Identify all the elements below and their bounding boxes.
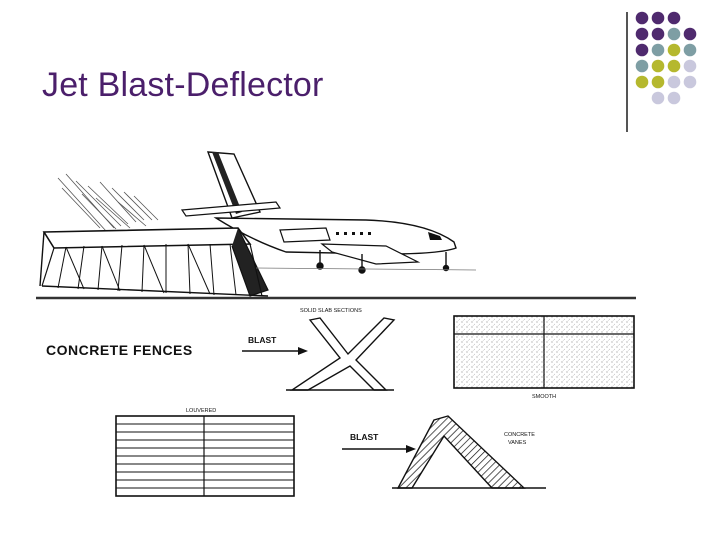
concrete-vanes-label-line-1: CONCRETE: [504, 432, 535, 438]
airplane-wing: [320, 243, 421, 265]
decor-dot-olive: [651, 75, 665, 89]
decor-dot-purple: [635, 11, 649, 25]
decor-dot-lavender: [683, 59, 697, 73]
decor-dot-olive: [667, 43, 681, 57]
blast-label-2: BLAST: [350, 432, 379, 442]
blast-arrow-1: BLAST: [242, 335, 308, 355]
decor-dot-purple: [683, 27, 697, 41]
concrete-vanes-diagram: CONCRETE VANES: [392, 415, 546, 489]
solid-slab-sections-label: SOLID SLAB SECTIONS: [300, 308, 362, 314]
decor-dot-purple: [651, 11, 665, 25]
solid-slab-section-diagram: [286, 317, 396, 391]
decor-dot-lavender: [667, 75, 681, 89]
decor-dot-purple: [635, 27, 649, 41]
smooth-panel-diagram: SMOOTH: [453, 315, 635, 400]
decor-dot-olive: [635, 75, 649, 89]
airplane-and-fence-illustration: [36, 151, 636, 300]
exhaust-streaks: [57, 173, 159, 232]
decor-dot-teal: [651, 43, 665, 57]
decor-dot-olive: [651, 59, 665, 73]
decor-dot-purple: [651, 27, 665, 41]
decor-dot-purple: [667, 11, 681, 25]
decor-dot-teal: [667, 27, 681, 41]
jet-blast-deflector-figure: CONCRETE FENCES BLAST SOLID SLAB SECTION…: [36, 151, 636, 497]
slide-title: Jet Blast-Deflector: [42, 66, 324, 104]
airplane-fuselage: [213, 217, 457, 255]
blast-label-1: BLAST: [248, 335, 277, 345]
louvered-label: LOUVERED: [186, 408, 216, 414]
decor-dot-teal: [683, 43, 697, 57]
decor-dot-lavender: [651, 91, 665, 105]
blast-fence-structure: [39, 227, 269, 297]
decor-dot-lavender: [667, 91, 681, 105]
concrete-vanes-label-line-2: VANES: [508, 440, 527, 446]
decor-dot-purple: [635, 43, 649, 57]
landing-gear: [316, 250, 450, 274]
smooth-label: SMOOTH: [532, 394, 556, 400]
louvered-panel-diagram: LOUVERED: [115, 408, 295, 497]
concrete-fences-label: CONCRETE FENCES: [46, 342, 193, 358]
blast-arrow-2: BLAST: [342, 432, 416, 453]
decor-dot-teal: [635, 59, 649, 73]
decor-dot-lavender: [683, 75, 697, 89]
decor-dot-olive: [667, 59, 681, 73]
title-divider-line: [626, 12, 628, 132]
